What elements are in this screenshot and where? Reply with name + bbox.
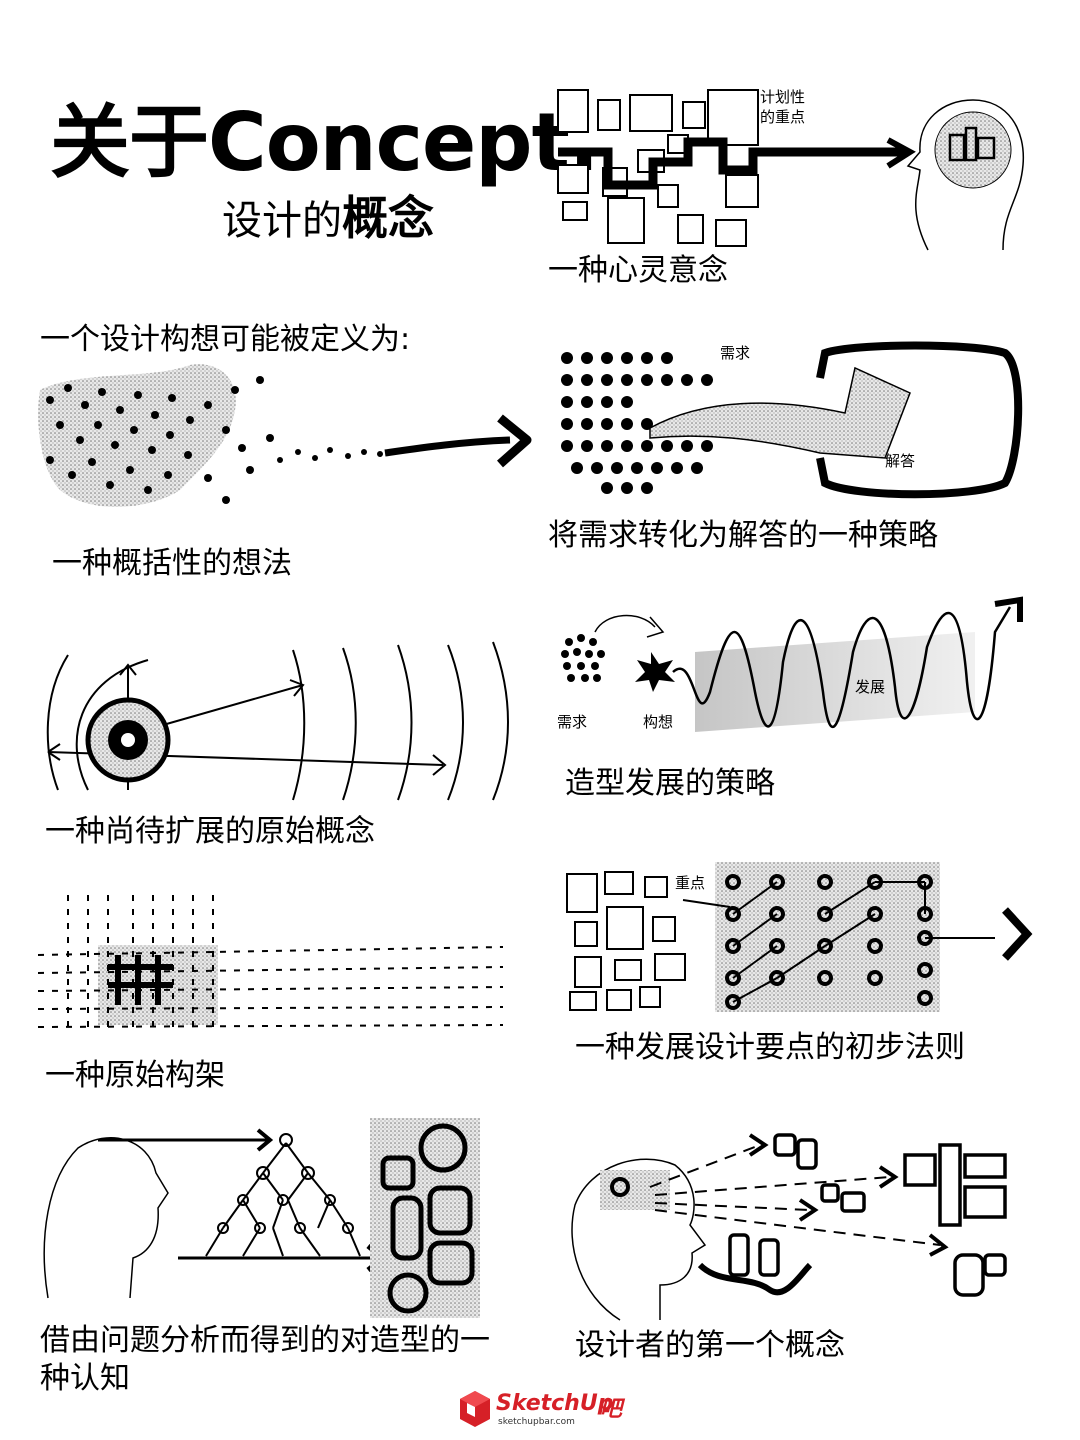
page-title: 关于Concept. [50,96,599,189]
figure-primitive-framework [37,895,504,1035]
intro-text: 一个设计构想可能被定义为: [40,322,411,357]
caption-mental-image: 一种心灵意念 [548,253,728,288]
figure-problem-analysis [43,1118,480,1318]
figure-form-development: 需求 构想 发展 [557,596,1023,732]
caption-first-concept: 设计者的第一个概念 [575,1328,845,1363]
label-solution: 解答 [885,452,915,470]
label-planning: 计划性 [760,88,805,106]
caption-primitive-framework: 一种原始构架 [45,1058,225,1093]
figure-mental-image: 计划性 的重点 [557,88,1025,251]
caption-need-to-solution: 将需求转化为解答的一种策略 [548,518,938,553]
figure-generalized-idea [38,364,532,507]
caption-preliminary-rule: 一种发展设计要点的初步法则 [575,1030,965,1065]
label-need: 需求 [720,344,750,362]
sketchupbar-logo[interactable]: SketchUp 吧 sketchupbar.com [458,1387,638,1431]
figure-expanding-concept [46,641,509,801]
caption-generalized-idea: 一种概括性的想法 [52,546,292,581]
logo-url: sketchupbar.com [498,1417,575,1427]
label-need-2: 需求 [557,713,587,731]
figure-first-concept [571,1133,1007,1321]
label-key-point: 重点 [675,874,705,892]
dots-group [46,376,383,504]
label-idea: 构想 [643,713,673,731]
caption-expanding-concept: 一种尚待扩展的原始概念 [45,814,375,849]
label-focus: 的重点 [760,108,805,126]
logo-suffix: 吧 [600,1397,623,1422]
logo-text: SketchUp [496,1391,614,1416]
label-development: 发展 [855,678,885,696]
caption-problem-analysis: 借由问题分析而得到的对造型的一种认知 [40,1323,490,1396]
caption-form-development: 造型发展的策略 [565,766,775,801]
logo-cube-icon [460,1391,490,1427]
page-subtitle: 设计的概念 [222,191,434,245]
figure-need-to-solution: 需求 解答 [561,341,1023,499]
figure-preliminary-rule: 重点 [566,862,1033,1012]
